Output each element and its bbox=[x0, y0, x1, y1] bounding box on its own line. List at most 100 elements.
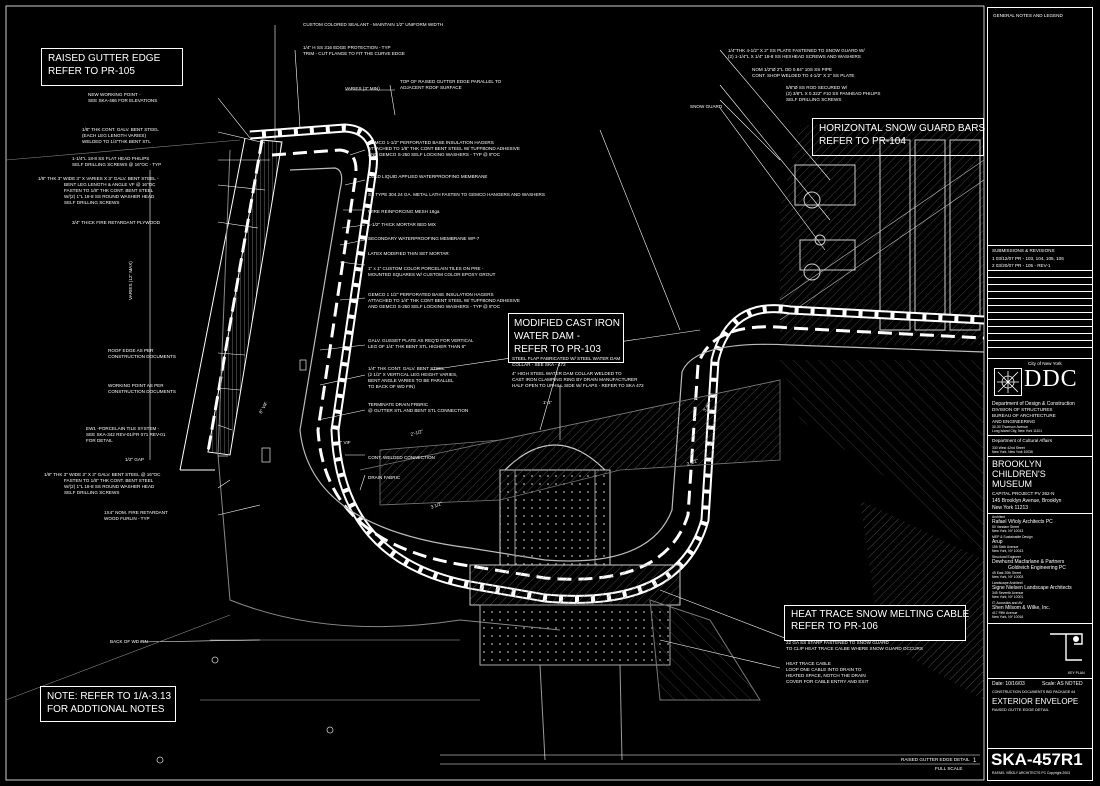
dept-addr-0: 330 West 42nd Street bbox=[992, 446, 1025, 450]
sheet-title: EXTERIOR ENVELOPE bbox=[992, 697, 1079, 706]
note-right-5: (2) 3/8"L X 0.322" #10 SS PANHEAD PHILIP… bbox=[786, 91, 881, 96]
callout-raised-gutter: RAISED GUTTER EDGE REFER TO PR-105 bbox=[41, 48, 183, 86]
project-addr-1: New York 11213 bbox=[992, 505, 1029, 511]
note-right-8: STEEL FLAP FABRICATED W/ STEEL WATER DAM bbox=[512, 356, 621, 361]
dim-varies-max: VARIES (12" MAX) bbox=[128, 261, 133, 300]
note-mid-21: @ GUTTER STL AND BENT STL CONNECTION bbox=[368, 408, 469, 413]
sheet-subtitle: RAISED GUTTE EDGE DETAIL bbox=[992, 707, 1049, 712]
note-left-26: WOOD FURLIN - TYP bbox=[104, 516, 150, 521]
agency-line-3: AND ENGINEERING bbox=[992, 419, 1036, 424]
roof-surface-right bbox=[779, 125, 985, 700]
note-mid-1: ATTACHED TO 1/8" THK CONT BENT STEEL W/ … bbox=[368, 146, 520, 151]
dept-name: Department of Cultural Affairs bbox=[992, 438, 1053, 443]
note-mid-11: GEMCO 1 1/2" PERFORATED BASE INSULATION … bbox=[368, 292, 494, 297]
note-left-13: ROOF EDGE AS PER bbox=[108, 348, 154, 353]
note-adjacent: ADJACENT ROOF SURFACE bbox=[400, 85, 462, 90]
note-left-1: SEE SKA-466 FOR ELEVATIONS bbox=[88, 98, 158, 103]
note-right-13: 22 GA SS STARP FASTENED TO SNOW GUARD bbox=[786, 640, 889, 645]
callout-water-dam: MODIFIED CAST IRON WATER DAM - REFER TO … bbox=[508, 313, 624, 363]
agency-line-0: Department of Design & Construction bbox=[992, 401, 1075, 407]
project-name-1: CHILDREN'S bbox=[992, 469, 1046, 479]
note-mid-13: AND GEMCO S-250 SELF LOCKING WASHERS - T… bbox=[368, 304, 501, 309]
agency-line-4: 30-30 Thomson Avenue bbox=[992, 425, 1028, 429]
note-right-17: HEATED SPACE, NOTCH THE DRAIN bbox=[786, 673, 866, 678]
consultant-0-role: Architect bbox=[992, 515, 1006, 519]
note-left-0: NEW WORKING POINT - bbox=[88, 92, 141, 97]
consultant-3-name: Goldreich Engineering PC bbox=[1008, 565, 1066, 571]
callout-snow-guard: HORIZONTAL SNOW GUARD BARS REFER TO PR-1… bbox=[812, 118, 986, 156]
note-mid-2: AND GEMCO S-250 SELF LOCKING WASHERS - T… bbox=[368, 152, 501, 157]
leader-lines bbox=[139, 25, 831, 669]
sheet-date: Date: 10/16/03 bbox=[992, 681, 1025, 687]
note-left-17: EW1 -PORCELAIN TILE SYSTEM - bbox=[86, 426, 160, 431]
note-mid-22: CONT. WELDED CONNECTION bbox=[368, 455, 435, 460]
note-right-1: (2) 1-1/4"L X 1/4" 18-8 SS HEXHEAD SCREW… bbox=[728, 54, 861, 59]
note-right-6: SELF DRILLING SCREWS bbox=[786, 97, 842, 102]
gutter-fin-left bbox=[179, 137, 283, 471]
note-left-5: 1-1/4"L 18-8 SS FLAT HEAD PHILIPS bbox=[72, 156, 150, 161]
submissions-header: SUBMISSIONS & REVISIONS bbox=[992, 248, 1055, 253]
consultant-1-role: MEP & Sustainable Design bbox=[992, 535, 1033, 539]
note-left-19: FOR DETAIL bbox=[86, 438, 113, 443]
sheet-number: SKA-457R1 bbox=[991, 750, 1083, 769]
ddc-emblem-icon bbox=[994, 368, 1022, 396]
note-left-2: 1/8" THK CONT. GALV. BENT STEEL bbox=[82, 127, 159, 132]
note-left-11: SELF DRILLING SCREWS bbox=[64, 200, 120, 205]
project-name-2: MUSEUM bbox=[992, 479, 1032, 489]
note-right-9: COLLAR - SEE SKA - 472 bbox=[512, 362, 566, 367]
note-mid-5: WIRE REINFORCING MESH 16ga bbox=[368, 209, 440, 214]
ddc-logo-text: DDC bbox=[1024, 366, 1078, 392]
consultant-0-addr-1: New York, NY 10013 bbox=[992, 529, 1024, 533]
note-right-18: COVER FOR CABLE ENTRY AND EXIT bbox=[786, 679, 869, 684]
note-mid-14: GALV. GUSSET PLATE AS REQ'D FOR VERTICAL bbox=[368, 338, 474, 343]
note-trim: TRIM - CUT FLANGE TO FIT THE CURVE EDGE bbox=[303, 51, 405, 56]
consultant-0-addr-0: 50 Vandam Street bbox=[992, 525, 1020, 529]
note-left-21: 1/8" THK 3" WIDE 3" X 3" GALV. BENT STEE… bbox=[44, 472, 161, 477]
consultant-5-addr-0: 417 Fifth Avenue bbox=[992, 611, 1018, 615]
note-left-24: SELF DRILLING SCREWS bbox=[64, 490, 120, 495]
consultant-1-name: Arup bbox=[992, 539, 1003, 545]
agency-line-2: BUREAU OF ARCHITECTURE bbox=[992, 413, 1056, 418]
note-mid-0: GEMCO 1-1/2" PERFORATED BASE INSULATION … bbox=[368, 140, 494, 145]
consultant-1-addr-1: New York, NY 10013 bbox=[992, 549, 1024, 553]
submission-2: 2 03/20/07 PR - 105 - REV-1 bbox=[992, 263, 1051, 268]
note-mid-15: LEG OF 1/4" THK BENT STL HIGHER THAN 6" bbox=[368, 344, 466, 349]
callout-snow-guard-line2: REFER TO PR-104 bbox=[819, 136, 906, 147]
note-mid-16: 1/4" THK CONT. GALV. BENT STEEL bbox=[368, 366, 445, 371]
note-left-9: FASTEN TO 1/8" THK CONT. BENT STEEL bbox=[64, 188, 154, 193]
note-right-11: CAST IRON CLAMPING RING BY DRAIN MANUFAC… bbox=[512, 377, 638, 382]
note-right-14: TO CLIP HEAT TRACE CALBE WHERE SNOW GUAR… bbox=[786, 646, 923, 651]
note-mid-18: BENT ANGLE VARIES TO BE PARALLEL bbox=[368, 378, 454, 383]
note-left-16: CONSTRUCTION DOCUMENTS bbox=[108, 389, 176, 394]
detail-label-number: 1 bbox=[973, 758, 977, 764]
note-mid-12: ATTACHED TO 1/4" THK CONT BENT STEEL W/ … bbox=[368, 298, 520, 303]
callout-heat-trace-line2: REFER TO PR-106 bbox=[791, 621, 878, 632]
note-snow-guard: SNOW GUARD bbox=[690, 104, 723, 109]
note-left-6: SELF DRILLING SCREWS @ 16"OC - TYP bbox=[72, 162, 162, 167]
note-right-0: 1/4"THK 4-1/2" X 2" SS PLATE FASTENED TO… bbox=[728, 48, 865, 53]
dim-3-vif: 3" VIF bbox=[338, 440, 351, 445]
project-addr-0: 145 Brooklyn Avenue, Brooklyn bbox=[992, 498, 1062, 504]
project-number: CAPITAL PROJECT PV 262-N bbox=[992, 491, 1055, 496]
note-left-23: W/(2) 1"L 18-8 SS ROUND WASHER HEAD bbox=[64, 484, 155, 489]
callout-snow-guard-line1: HORIZONTAL SNOW GUARD BARS bbox=[819, 123, 986, 134]
note-top-raised: TOP OF RAISED GUTTER EDGE PARALLEL TO bbox=[400, 79, 502, 84]
agency-line-1: DIVISION OF STRUCTURES bbox=[992, 407, 1053, 412]
note-right-2: NOM 1/2"Ø 2"L OD 0.84" 10S SS PIPE bbox=[752, 67, 833, 72]
note-mid-8: LATEX MODIFIED THIN SET MORTAR bbox=[368, 251, 449, 256]
note-right-12: HALF OPEN TO UPHILL SIDE W/ FLAPS - REFE… bbox=[512, 383, 644, 388]
sheet-package: CONSTRUCTION DOCUMENTS BID PACKAGE #4 bbox=[992, 690, 1076, 694]
callout-water-dam-line3: REFER TO PR-103 bbox=[514, 344, 601, 355]
project-name-0: BROOKLYN bbox=[992, 459, 1042, 469]
note-right-15: HEAT TRACE CABLE bbox=[786, 661, 831, 666]
agency-line-5: Long Island City, New York 11101 bbox=[992, 429, 1043, 433]
note-mid-10: MOUNTED SQUARES W/ CUSTOM COLOR EPOXY GR… bbox=[368, 272, 496, 277]
note-right-4: 5/8"Ø SS ROD SECURED W/ bbox=[786, 85, 848, 90]
dim-varies-min: VARIES (3" MIN) bbox=[345, 86, 380, 91]
note-left-25: 1X4" NOM. FIRE RETARDANT bbox=[104, 510, 168, 515]
note-left-8: BENT LEG LENGTH & ANGLE VF @ 16"OC bbox=[64, 182, 156, 187]
note-left-14: CONSTRUCTION DOCUMENTS bbox=[108, 354, 176, 359]
detail-label-scale: FULL SCALE bbox=[935, 766, 963, 771]
note-mid-9: 1" x 1" CUSTOM COLOR PORCELAIN TILES ON … bbox=[368, 266, 484, 271]
note-right-16: LOOP ONE CABLE INTO DRAIN TO bbox=[786, 667, 862, 672]
